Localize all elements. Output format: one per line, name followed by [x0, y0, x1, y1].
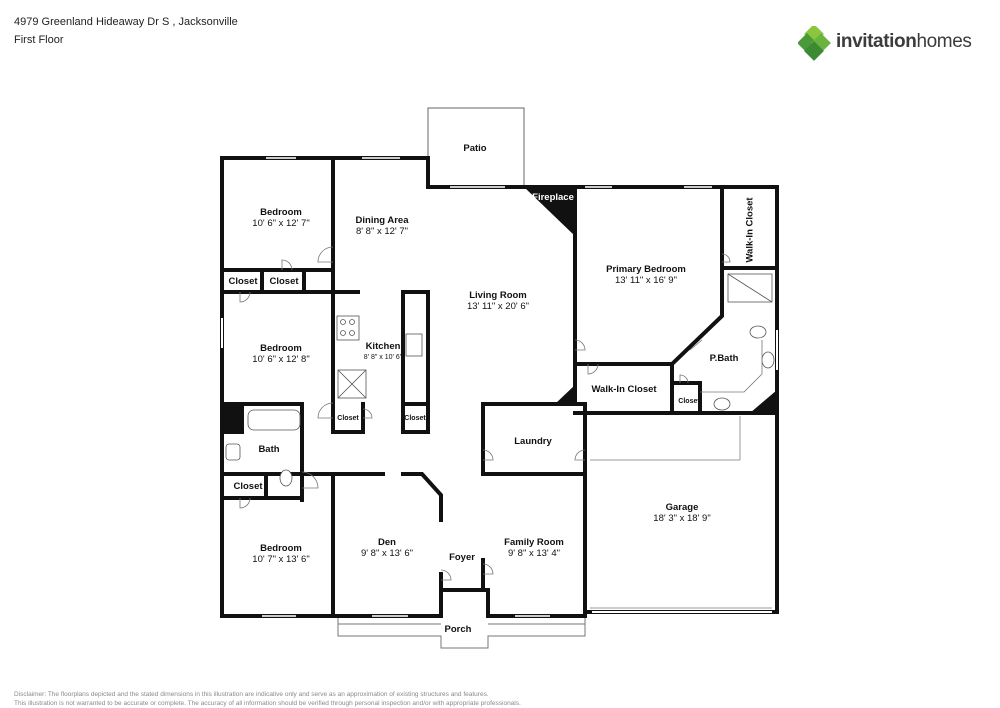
- room-garage: Garage 18' 3" x 18' 9": [653, 502, 710, 524]
- room-living-name: Living Room: [469, 290, 527, 301]
- room-dining: Dining Area 8' 8" x 12' 7": [356, 215, 409, 237]
- room-laundry-name: Laundry: [514, 436, 552, 447]
- room-pbath: P.Bath: [710, 353, 739, 364]
- stove: [336, 315, 360, 341]
- window-lines: [262, 157, 712, 617]
- room-dining-name: Dining Area: [355, 215, 409, 226]
- room-closet-1-name: Closet: [228, 276, 258, 287]
- room-foyer: Foyer: [449, 552, 475, 563]
- room-closet-3: Closet: [678, 396, 699, 407]
- brand-name-part1: invitation: [836, 31, 917, 52]
- porch-outline: [337, 618, 586, 649]
- room-bedroom-2-dims: 10' 6" x 12' 8": [252, 354, 310, 365]
- toilet: [279, 469, 293, 487]
- room-closet-5-name: Closet: [404, 415, 426, 422]
- room-pbath-name: P.Bath: [709, 353, 739, 364]
- disclaimer-line-1: Disclaimer: The floorplans depicted and …: [14, 691, 489, 698]
- room-bedroom-3-name: Bedroom: [260, 543, 302, 554]
- room-living-dims: 13' 11" x 20' 6": [467, 301, 529, 312]
- bath-sink: [225, 443, 241, 461]
- garage-details: [590, 416, 772, 609]
- room-patio-name: Patio: [463, 143, 487, 154]
- room-bath: Bath: [258, 444, 279, 455]
- room-closet-6: Closet: [233, 481, 262, 492]
- fills: [222, 187, 777, 434]
- room-fireplace-name: Fireplace: [532, 192, 574, 203]
- room-closet-1: Closet: [228, 276, 257, 287]
- room-bedroom-3: Bedroom 10' 7" x 13' 6": [252, 543, 309, 565]
- room-kitchen-dims: 8' 8" x 10' 6": [363, 354, 403, 361]
- room-bedroom-1-dims: 10' 6" x 12' 7": [252, 218, 310, 229]
- room-fireplace: Fireplace: [532, 192, 574, 203]
- room-dining-dims: 8' 8" x 12' 7": [355, 226, 409, 237]
- room-closet-5: Closet: [404, 413, 425, 424]
- logo-mark-icon: [798, 26, 831, 61]
- room-closet-4-name: Closet: [337, 415, 359, 422]
- room-family-dims: 9' 8" x 13' 4": [507, 548, 561, 559]
- pbath-sink2: [713, 397, 731, 411]
- room-living: Living Room 13' 11" x 20' 6": [467, 290, 529, 312]
- room-walkin-closet-2-name: Walk-In Closet: [591, 384, 657, 395]
- vanity-counter: [700, 340, 763, 393]
- room-porch-name: Porch: [444, 624, 472, 635]
- room-primary-bedroom-name: Primary Bedroom: [606, 264, 686, 275]
- room-walkin-closet-1: Walk-In Closet: [744, 197, 756, 263]
- room-primary-bedroom: Primary Bedroom 13' 11" x 16' 9": [606, 264, 686, 286]
- room-foyer-name: Foyer: [449, 552, 475, 563]
- room-garage-name: Garage: [665, 502, 699, 513]
- bathtub: [247, 409, 301, 431]
- room-kitchen: Kitchen 8' 8" x 10' 6": [364, 341, 402, 363]
- room-kitchen-name: Kitchen: [365, 341, 401, 352]
- room-bedroom-2: Bedroom 10' 6" x 12' 8": [252, 343, 309, 365]
- pbath-toilet: [749, 325, 767, 339]
- room-closet-2-name: Closet: [269, 276, 299, 287]
- fireplace-fill: [524, 187, 575, 236]
- room-laundry: Laundry: [514, 436, 551, 447]
- doors: [239, 246, 731, 581]
- room-bath-name: Bath: [258, 444, 280, 455]
- room-primary-bedroom-dims: 13' 11" x 16' 9": [615, 275, 677, 286]
- room-den: Den 9' 8" x 13' 6": [361, 537, 413, 559]
- room-garage-dims: 18' 3" x 18' 9": [653, 513, 711, 524]
- fixtures: [225, 273, 775, 487]
- brand-name: invitationhomes: [836, 31, 972, 53]
- room-patio: Patio: [463, 143, 486, 154]
- room-closet-4: Closet: [337, 413, 358, 424]
- brand-logo: invitationhomes: [798, 26, 988, 62]
- kitchen-sink: [405, 333, 423, 357]
- floor-label: First Floor: [14, 34, 64, 46]
- room-den-name: Den: [378, 537, 396, 548]
- room-bedroom-1-name: Bedroom: [260, 207, 302, 218]
- pbath-sink1: [761, 351, 775, 369]
- room-closet-2: Closet: [269, 276, 298, 287]
- room-closet-3-name: Closet: [678, 398, 700, 405]
- room-den-dims: 9' 8" x 13' 6": [360, 548, 414, 559]
- room-bedroom-2-name: Bedroom: [260, 343, 302, 354]
- walls: [220, 156, 779, 618]
- disclaimer-line-2: This illustration is not warranted to be…: [14, 700, 521, 707]
- disclaimer: Disclaimer: The floorplans depicted and …: [14, 690, 714, 708]
- room-bedroom-1: Bedroom 10' 6" x 12' 7": [252, 207, 309, 229]
- brand-name-part2: homes: [916, 31, 972, 52]
- room-walkin-closet-2: Walk-In Closet: [591, 384, 656, 395]
- room-closet-6-name: Closet: [233, 481, 263, 492]
- room-porch: Porch: [445, 624, 472, 635]
- room-bedroom-3-dims: 10' 7" x 13' 6": [252, 554, 310, 565]
- room-family: Family Room 9' 8" x 13' 4": [504, 537, 564, 559]
- address-title: 4979 Greenland Hideaway Dr S , Jacksonvi…: [14, 16, 238, 28]
- room-family-name: Family Room: [504, 537, 564, 548]
